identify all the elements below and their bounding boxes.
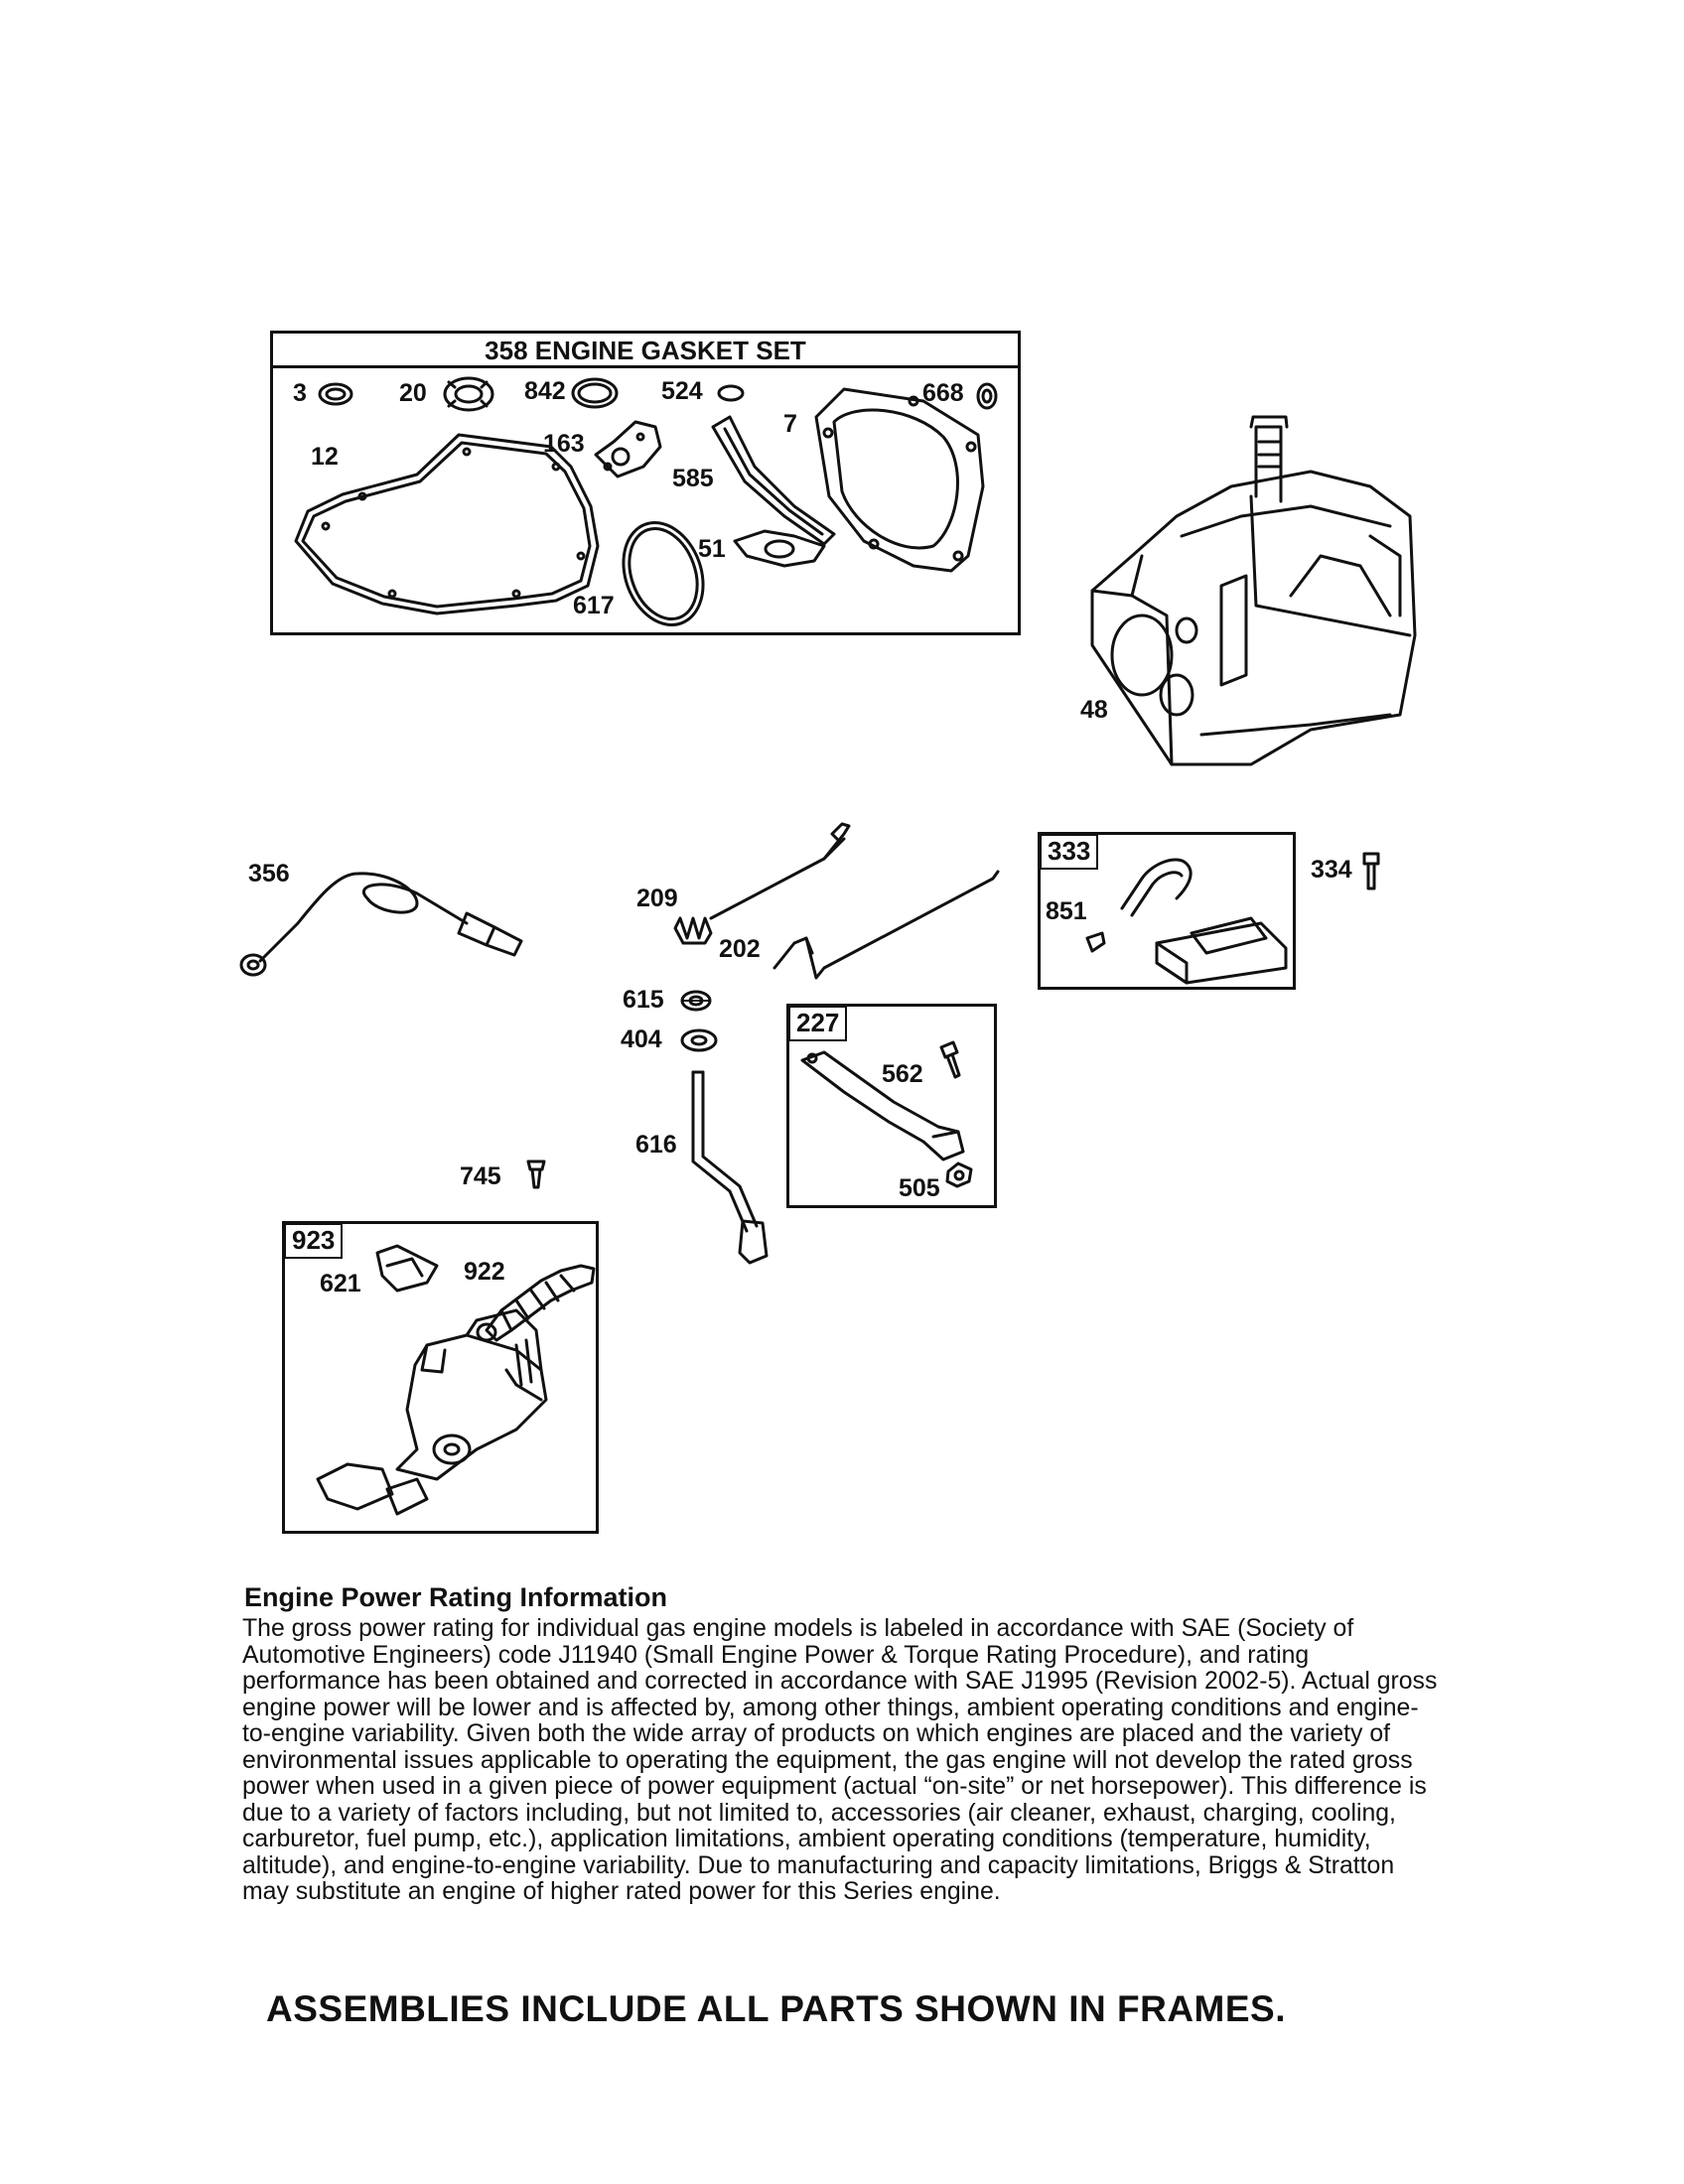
- part-label-356: 356: [248, 860, 290, 887]
- part-label-617: 617: [573, 592, 615, 619]
- frame-number-923: 923: [284, 1223, 344, 1259]
- screw-745-drawing: [526, 1160, 546, 1189]
- part-label-745: 745: [460, 1162, 501, 1190]
- part-label-562: 562: [882, 1060, 923, 1088]
- part-label-7: 7: [783, 410, 797, 438]
- part-label-20: 20: [399, 379, 427, 407]
- part-label-585: 585: [672, 465, 714, 492]
- oring-617-drawing: [622, 521, 705, 626]
- governor-control-923-drawing: [316, 1308, 548, 1516]
- part-label-851: 851: [1046, 897, 1087, 925]
- link-202-drawing: [772, 870, 1000, 980]
- gasket-585-drawing: [711, 415, 836, 546]
- gasket-set-title: 358 ENGINE GASKET SET: [270, 333, 1021, 368]
- gasket-668-drawing: [976, 382, 998, 410]
- part-label-163: 163: [543, 430, 585, 458]
- gasket-3-drawing: [318, 382, 353, 406]
- gasket-7-drawing: [814, 387, 985, 573]
- part-label-922: 922: [464, 1258, 505, 1286]
- part-label-668: 668: [922, 379, 964, 407]
- governor-spring-209-drawing: [673, 822, 851, 945]
- part-label-621: 621: [320, 1270, 361, 1297]
- assembly-frame-923: [282, 1221, 599, 1534]
- part-label-404: 404: [621, 1025, 662, 1053]
- part-label-48: 48: [1080, 696, 1108, 724]
- assemblies-note: ASSEMBLIES INCLUDE ALL PARTS SHOWN IN FR…: [266, 1988, 1287, 2029]
- frame-number-227: 227: [788, 1006, 848, 1041]
- part-label-505: 505: [899, 1174, 940, 1202]
- part-label-51: 51: [698, 535, 726, 563]
- gasket-163-drawing: [594, 420, 662, 478]
- engine-block-48-drawing: [1090, 415, 1417, 766]
- part-label-12: 12: [311, 443, 339, 471]
- part-label-615: 615: [623, 986, 664, 1014]
- ignition-module-333-drawing: [1085, 858, 1288, 985]
- gasket-12-drawing: [294, 433, 600, 615]
- seal-20-drawing: [443, 376, 494, 412]
- part-label-202: 202: [719, 935, 761, 963]
- ground-wire-356-drawing: [239, 872, 523, 977]
- part-label-842: 842: [524, 377, 566, 405]
- part-label-3: 3: [293, 379, 307, 407]
- part-label-524: 524: [661, 377, 703, 405]
- shaft-616-drawing: [691, 1070, 769, 1265]
- power-rating-text: The gross power rating for individual ga…: [242, 1615, 1438, 1905]
- part-label-334: 334: [1311, 856, 1352, 884]
- clip-621-drawing: [375, 1244, 439, 1293]
- gasket-524-drawing: [717, 384, 745, 402]
- part-label-616: 616: [635, 1131, 677, 1159]
- frame-number-333: 333: [1040, 834, 1099, 870]
- gasket-set-frame: [270, 331, 1021, 635]
- nut-505-drawing: [945, 1161, 973, 1188]
- screw-334-drawing: [1362, 852, 1380, 890]
- gasket-51-drawing: [733, 529, 826, 568]
- washer-615-drawing: [680, 990, 712, 1012]
- gasket-842-drawing: [571, 377, 619, 409]
- part-label-209: 209: [636, 885, 678, 912]
- washer-404-drawing: [680, 1028, 718, 1052]
- screw-562-drawing: [939, 1040, 961, 1079]
- assembly-frame-227: [786, 1004, 997, 1208]
- power-rating-title: Engine Power Rating Information: [244, 1582, 668, 1612]
- assembly-frame-333: [1038, 832, 1296, 990]
- bracket-227-drawing: [800, 1050, 965, 1161]
